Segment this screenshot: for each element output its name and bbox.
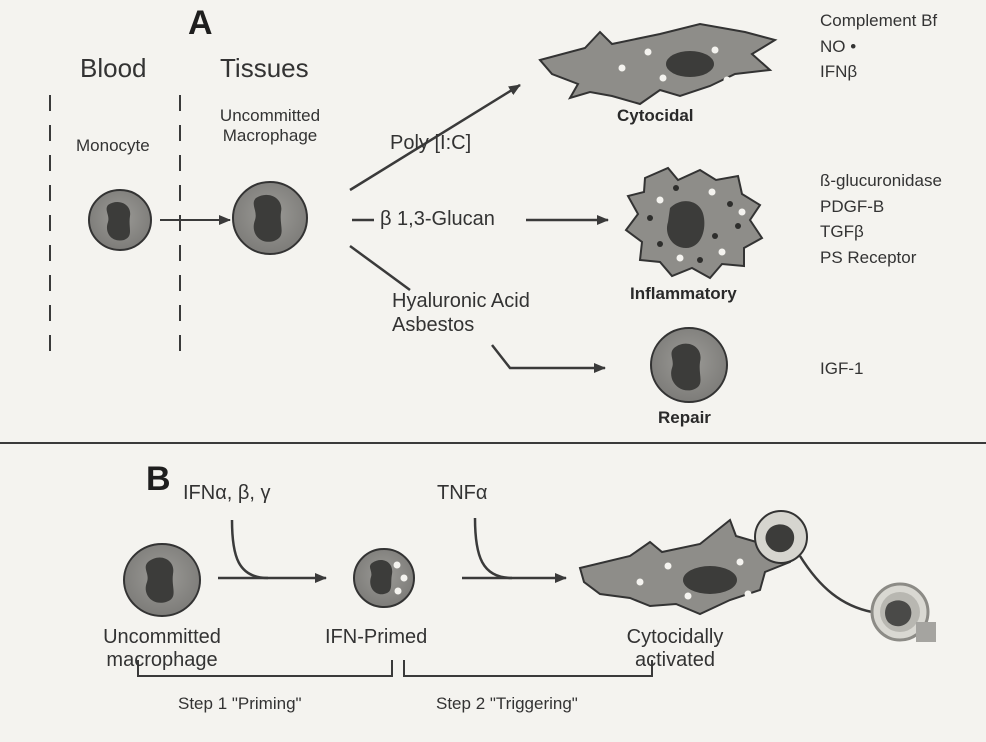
uncommitted-label-line2: Macrophage — [210, 126, 330, 146]
inflammatory-product: PS Receptor — [820, 245, 942, 271]
stimulus-hyaluronic-label: Hyaluronic Acid — [392, 290, 530, 313]
target-cell — [755, 511, 807, 563]
repair-products: IGF-1 — [820, 356, 863, 382]
uncommitted-b-line1: Uncommitted — [92, 626, 232, 649]
uncommitted-macrophage-cell-b — [124, 544, 200, 616]
uncommitted-b-line2: macrophage — [92, 649, 232, 672]
stimulus-glucan-label: β 1,3-Glucan — [380, 208, 495, 231]
ifn-primed-label: IFN-Primed — [325, 626, 427, 649]
blood-label: Blood — [80, 54, 147, 84]
inflammatory-cell — [626, 168, 762, 278]
tnf-input-curve — [475, 518, 512, 578]
ifn-primed-cell — [354, 549, 414, 607]
repair-branch-arrow — [492, 345, 605, 368]
lysis-path — [800, 556, 872, 612]
cytocidal-product: Complement Bf — [820, 8, 937, 34]
cytocidal-products: Complement Bf NO • IFNβ — [820, 8, 937, 85]
tnf-label: TNFα — [437, 482, 487, 505]
inflammatory-product: PDGF-B — [820, 194, 942, 220]
tissues-label: Tissues — [220, 54, 309, 84]
outcome-inflammatory-label: Inflammatory — [630, 284, 737, 304]
uncommitted-macrophage-cell-a — [233, 182, 307, 254]
panel-b-letter: B — [146, 460, 171, 499]
uncommitted-label-line1: Uncommitted — [210, 106, 330, 126]
cytocidal-product: NO • — [820, 34, 937, 60]
inflammatory-products: ß-glucuronidase PDGF-B TGFβ PS Receptor — [820, 168, 942, 270]
outcome-repair-label: Repair — [658, 408, 711, 428]
uncommitted-macrophage-label: Uncommitted Macrophage — [210, 106, 330, 145]
lysed-target-cell — [872, 584, 936, 642]
inflammatory-product: ß-glucuronidase — [820, 168, 942, 194]
activated-label: Cytocidally activated — [620, 626, 730, 672]
step2-bracket — [404, 660, 652, 676]
repair-cell — [651, 328, 727, 402]
monocyte-label: Monocyte — [76, 136, 150, 156]
step2-label: Step 2 "Triggering" — [436, 694, 578, 714]
hyaluronic-branch-line — [350, 246, 410, 290]
cytocidal-product: IFNβ — [820, 59, 937, 85]
stimulus-poly-label: Poly [I:C] — [390, 132, 471, 155]
activated-line2: activated — [620, 649, 730, 672]
inflammatory-product: TGFβ — [820, 219, 942, 245]
ifn-input-curve — [232, 520, 268, 578]
repair-product: IGF-1 — [820, 356, 863, 382]
step1-label: Step 1 "Priming" — [178, 694, 302, 714]
stimulus-asbestos-label: Asbestos — [392, 314, 474, 337]
monocyte-cell — [89, 190, 151, 250]
panel-a-letter: A — [188, 4, 213, 43]
cytocidal-cell — [540, 24, 775, 104]
ifn-label: IFNα, β, γ — [183, 482, 271, 505]
activated-line1: Cytocidally — [620, 626, 730, 649]
outcome-cytocidal-label: Cytocidal — [617, 106, 694, 126]
uncommitted-macrophage-b-label: Uncommitted macrophage — [92, 626, 232, 672]
